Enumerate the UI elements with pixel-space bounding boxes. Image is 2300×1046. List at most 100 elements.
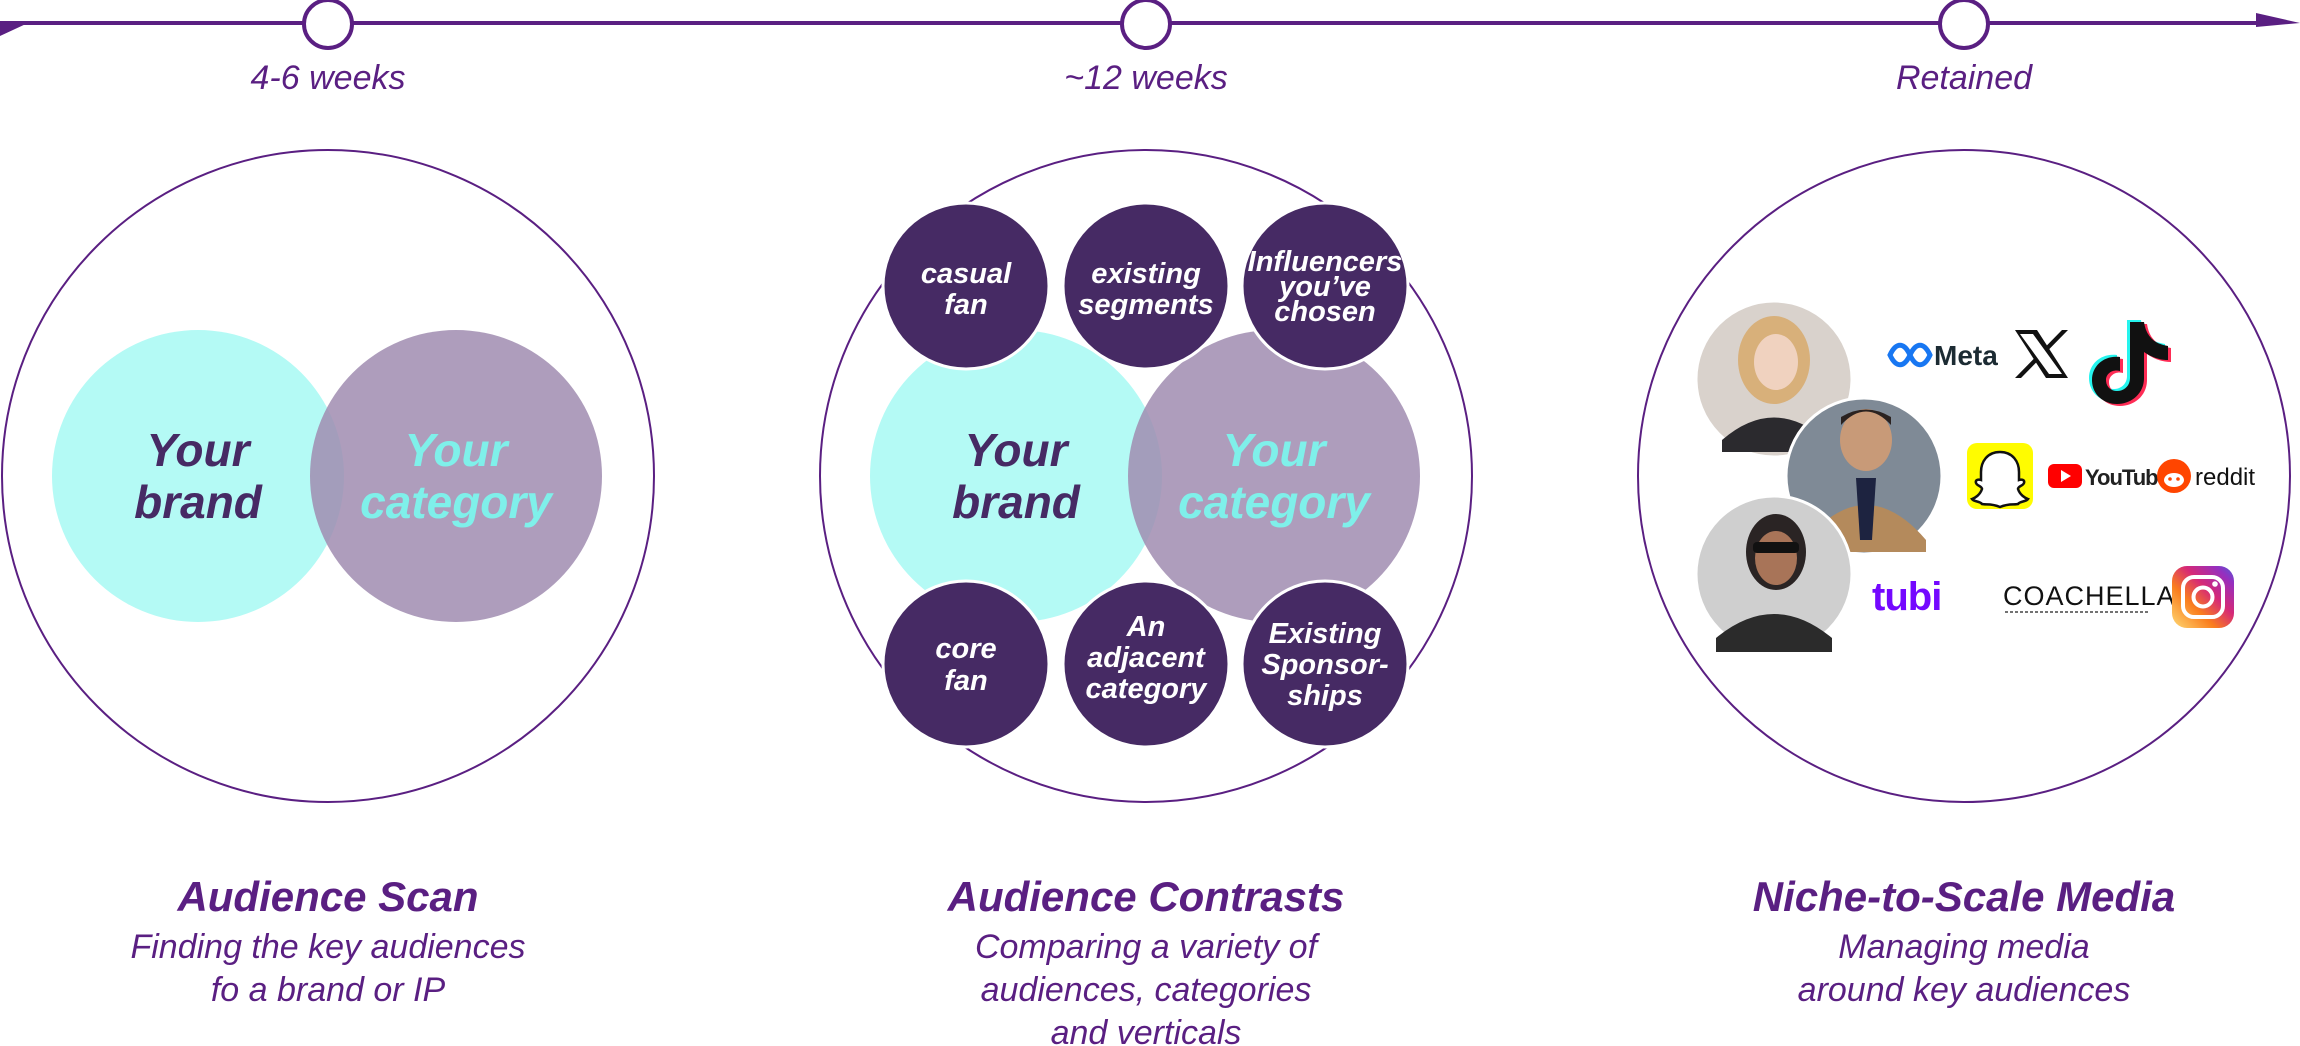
bubble-adjacent-category: An adjacent category [1061,579,1231,749]
bubble-label-line: you’ve [1277,271,1371,303]
meta-logo: Meta [1887,340,1998,371]
youtube-wordmark: YouTube [2085,465,2170,490]
bubble-influencers-chosen: Influencers you’ve chosen [1240,201,1410,371]
venn-category-label-1: Your [1222,424,1327,476]
bubble-label-line: Influencers [1248,246,1403,278]
bubble-label-line: fan [944,665,988,697]
stage2-venn: Your brand Your category [870,330,1420,622]
bubble-label-line: fan [944,289,988,321]
youtube-triangle [2061,470,2071,482]
milestone-label-2: ~12 weeks [1064,59,1228,97]
bubble-core-fan: core fan [881,579,1051,749]
stage1-title: Audience Scan [177,873,479,920]
avatar-jacket [1716,614,1832,652]
x-icon-inner [2020,334,2062,374]
tubi-logo: tubi [1872,575,1942,619]
tubi-wordmark: tubi [1872,575,1941,619]
bubble-circle [881,579,1051,749]
description-line: around key audiences [1797,971,2131,1009]
description-line: Managing media [1838,928,2090,966]
bubble-circle [1240,201,1410,371]
bubble-label-line: Existing [1269,618,1382,650]
stage1-venn: Your brand Your category [52,330,602,622]
instagram-lens [2191,585,2215,609]
bubble-label-line: existing [1091,258,1201,290]
milestone-node-2 [1120,0,1172,50]
x-logo [2015,330,2068,378]
bubble-label-line: ships [1287,680,1363,712]
stage1-description: Finding the key audiences fo a brand or … [8,926,648,1012]
bubble-casual-fan: casual fan [881,201,1051,371]
reddit-eye [2176,477,2180,481]
description-line: fo a brand or IP [210,971,446,1009]
bubble-label-line: chosen [1274,296,1376,328]
bubble-circle [1061,201,1231,371]
venn-category-circle [1128,330,1420,622]
venn-brand-label-2: brand [952,476,1081,528]
venn-brand-label-1: Your [146,424,251,476]
venn-category-label-2: category [1178,476,1372,528]
description-line: audiences, categories [980,971,1312,1009]
stage3-outer-circle [1637,149,2291,803]
reddit-logo: reddit [2157,459,2255,493]
description-line: and verticals [1050,1014,1242,1046]
avatar-scarf [1856,478,1876,540]
stage2-title: Audience Contrasts [947,873,1345,920]
reddit-wordmark: reddit [2195,464,2255,491]
bubble-label-line: core [935,633,996,665]
milestone-node-1 [302,0,354,50]
bubble-label-line: casual [921,258,1012,290]
description-line: Comparing a variety of [974,928,1318,966]
bubble-existing-segments: existing segments [1061,201,1231,371]
snapchat-logo [1967,443,2033,509]
coachella-wordmark: COACHELLA [2003,581,2176,611]
reddit-face [2164,473,2184,487]
avatar-face [1755,531,1797,585]
meta-infinity-icon [1887,342,1933,368]
bubble-label-line: segments [1078,289,1213,321]
stage3-title: Niche-to-Scale Media [1752,873,2176,920]
venn-brand-label-2: brand [134,476,263,528]
snapchat-ghost-icon [1970,450,2030,509]
bubble-existing-sponsorships: Existing Sponsor- ships [1240,579,1410,749]
tiktok-logo [2089,320,2171,406]
meta-wordmark: Meta [1934,340,1998,371]
venn-brand-label-1: Your [964,424,1069,476]
description-line: Finding the key audiences [130,928,526,966]
tiktok-icon [2092,322,2168,404]
coachella-logo: COACHELLA [2003,581,2176,613]
bubble-label-line: category [1086,673,1209,705]
reddit-eye [2168,477,2172,481]
instagram-dot [2212,581,2218,587]
venn-brand-circle [52,330,344,622]
youtube-logo: YouTube [2048,464,2171,490]
instagram-frame [2181,575,2225,619]
instagram-logo [2172,566,2234,628]
avatar-face [1840,409,1892,471]
venn-category-circle [310,330,602,622]
avatar-hair [1841,409,1891,425]
avatar-sunglasses [1753,542,1799,553]
stage3-description: Managing media around key audiences [1644,926,2284,1012]
timeline-start-marker [0,23,28,36]
milestone-label-1: 4-6 weeks [251,59,406,97]
bubble-circle [881,201,1051,371]
bubble-label-line: An [1126,611,1166,643]
avatar-person-3 [1694,494,1854,654]
bubble-circle [1061,579,1231,749]
venn-category-label-1: Your [404,424,509,476]
stage2-description: Comparing a variety of audiences, catego… [826,926,1466,1046]
milestone-node-3 [1938,0,1990,50]
bubble-label-line: Sponsor- [1261,649,1388,681]
bubble-circle [1240,579,1410,749]
venn-brand-circle [870,330,1162,622]
bubble-label-line: adjacent [1087,642,1206,674]
avatar-face [1754,334,1798,390]
venn-category-label-2: category [360,476,554,528]
stage2-outer-circle [819,149,1473,803]
milestone-label-3: Retained [1896,59,2033,97]
timeline-arrowhead [2256,13,2300,27]
stage1-outer-circle [1,149,655,803]
